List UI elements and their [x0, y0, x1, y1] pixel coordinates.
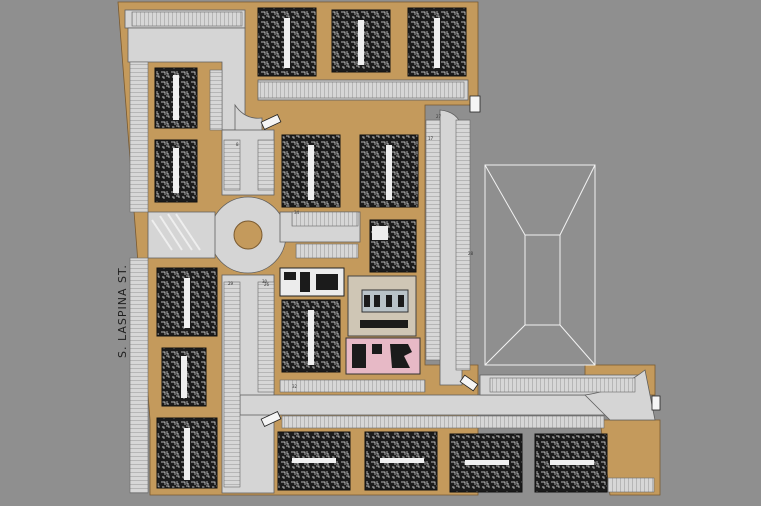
stall-number-label: 26: [264, 282, 270, 287]
stall-number-label: 29: [228, 281, 234, 286]
adjacent-building-outline: [484, 164, 596, 366]
stall-number-label: 28: [468, 251, 474, 256]
stall-number-label: 32: [292, 384, 298, 389]
pool: [361, 289, 409, 313]
stall-number-label: 21: [290, 302, 296, 307]
amenity-block: [279, 219, 421, 375]
stall-number-label: 30: [262, 279, 268, 284]
roundabout-island: [233, 220, 263, 250]
stall-number-label: 17: [428, 136, 434, 141]
vehicles: [260, 95, 661, 427]
building-corridors: [173, 18, 594, 480]
parking-stalls: [129, 11, 655, 494]
stall-number-label: 8: [236, 142, 239, 147]
stall-number-label: 27: [436, 114, 442, 119]
stall-number-label: 34: [294, 210, 300, 215]
street-label: S. LASPINA ST.: [116, 264, 129, 358]
entry-feature: [151, 213, 201, 251]
